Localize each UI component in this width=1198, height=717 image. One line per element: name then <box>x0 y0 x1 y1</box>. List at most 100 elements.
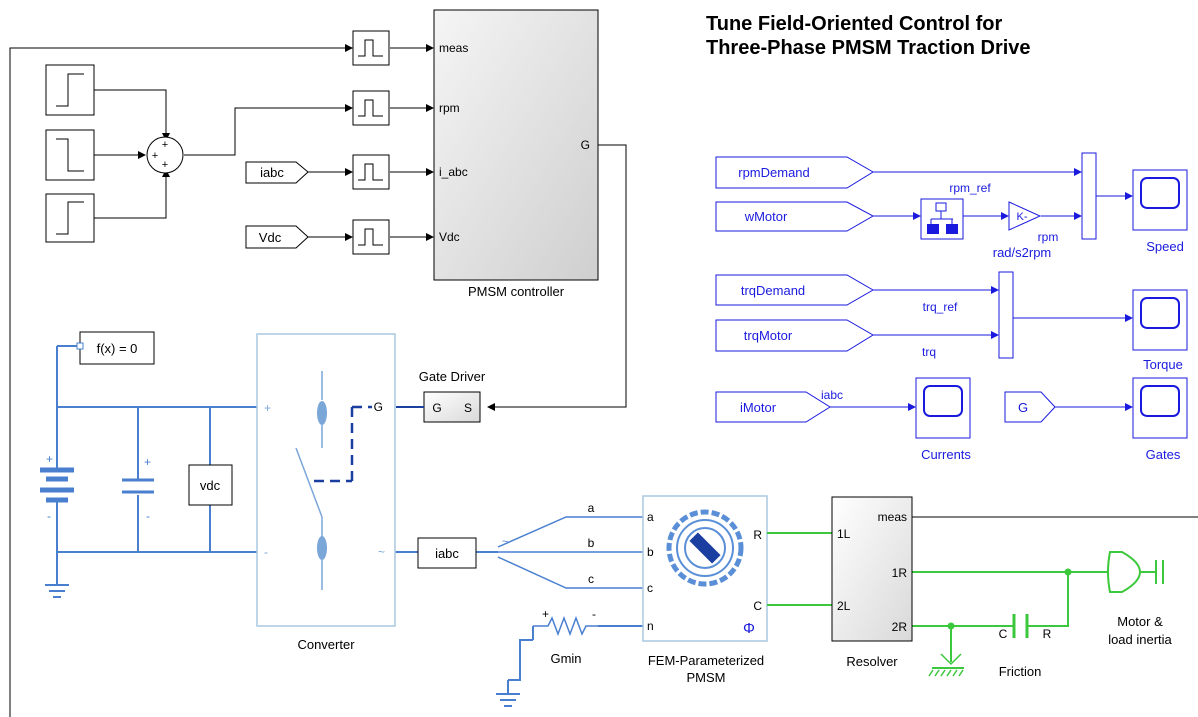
from-tag-i-motor[interactable]: iMotor <box>715 391 831 423</box>
svg-text:+: + <box>152 150 158 162</box>
gate-driver-port-g: G <box>432 401 441 415</box>
data-type-conversion-block[interactable] <box>920 198 964 240</box>
wire-a-label: a <box>588 501 595 515</box>
svg-text:+: + <box>162 139 168 151</box>
goto-tag-vdc[interactable]: Vdc <box>245 225 309 249</box>
trq-ref-label: trq_ref <box>923 300 958 314</box>
resolver-port-2r: 2R <box>892 620 908 634</box>
scope-speed[interactable]: Speed <box>1132 169 1188 254</box>
from-tag-rpm-demand[interactable]: rpmDemand <box>715 156 874 189</box>
rpm-label: rpm <box>1038 230 1059 244</box>
controller-port-meas: meas <box>439 41 468 55</box>
step-source-3[interactable] <box>45 193 95 243</box>
trq-label: trq <box>922 345 936 359</box>
rpm-ref-label: rpm_ref <box>949 181 991 195</box>
model-title: Tune Field-Oriented Control for Three-Ph… <box>706 12 1031 60</box>
friction-port-r: R <box>1043 627 1052 641</box>
converter-plus: + <box>264 401 271 415</box>
from-tag-w-motor[interactable]: wMotor <box>715 201 875 232</box>
scope-currents[interactable]: Currents <box>915 377 971 462</box>
friction-block[interactable]: C R Friction <box>999 614 1052 679</box>
dc-link-capacitor[interactable]: + - <box>122 455 154 523</box>
converter-port-g: G <box>374 400 383 414</box>
motor-icon <box>666 509 744 587</box>
inertia-block[interactable]: Motor & load inertia <box>1107 551 1173 647</box>
inertia-name-line1: Motor & <box>1117 614 1163 629</box>
scope-signal-lines <box>830 168 1133 411</box>
gain-block-rad2rpm[interactable]: K- rpm rad/s2rpm <box>993 201 1059 260</box>
electrical-network <box>56 345 643 694</box>
mux-torque[interactable] <box>998 271 1014 359</box>
wire-b-label: b <box>588 536 595 550</box>
sum-block[interactable]: + + + <box>146 136 184 174</box>
resolver-port-1l: 1L <box>837 527 851 541</box>
resolver-port-2l: 2L <box>837 599 851 613</box>
gmin-label: Gmin <box>550 651 581 666</box>
mechanical-network <box>767 532 1108 669</box>
goto-tag-iabc[interactable]: iabc <box>245 161 309 184</box>
friction-name: Friction <box>999 664 1042 679</box>
inertia-name-line2: load inertia <box>1108 632 1172 647</box>
converter-block[interactable]: + - ~ G Converter <box>256 333 396 652</box>
from-tag-trq-motor[interactable]: trqMotor <box>715 319 874 352</box>
step-source-1[interactable] <box>45 64 95 116</box>
speed-scope-label: Speed <box>1146 239 1184 254</box>
torque-scope-label: Torque <box>1143 357 1183 372</box>
converter-ac: ~ <box>378 545 385 559</box>
signal-lines <box>9 44 1198 717</box>
step-source-2[interactable] <box>45 129 95 181</box>
motor-port-a: a <box>647 510 654 524</box>
iabc-sensor-block[interactable]: iabc <box>417 537 477 569</box>
gates-scope-label: Gates <box>1146 447 1181 462</box>
g-tag-label: G <box>1018 400 1028 415</box>
gate-driver-port-s: S <box>464 401 472 415</box>
motor-port-n: n <box>647 619 654 633</box>
svg-text:-: - <box>146 509 150 523</box>
svg-text:-: - <box>592 607 596 621</box>
vdc-sensor-block[interactable]: vdc <box>188 464 233 506</box>
title-line-2: Three-Phase PMSM Traction Drive <box>706 37 1031 59</box>
controller-port-vdc: Vdc <box>439 230 460 244</box>
from-tag-g[interactable]: G <box>1004 391 1056 423</box>
motor-port-c-mech: C <box>753 599 762 613</box>
controller-port-g: G <box>581 138 590 152</box>
junction-dot <box>1064 568 1072 576</box>
battery-source[interactable]: + - <box>40 452 74 523</box>
i-motor-label: iMotor <box>740 400 777 415</box>
pmsm-controller-block[interactable]: meas rpm i_abc Vdc G PMSM controller <box>433 9 599 299</box>
controller-name: PMSM controller <box>468 284 565 299</box>
motor-port-c: c <box>647 581 653 595</box>
iabc-signal-label: iabc <box>821 388 843 402</box>
trq-motor-label: trqMotor <box>744 328 793 343</box>
scope-torque[interactable]: Torque <box>1132 289 1188 372</box>
mux-speed[interactable] <box>1081 152 1097 240</box>
three-phase-wires: ~ <box>497 516 643 589</box>
motor-port-r: R <box>753 528 762 542</box>
pmsm-motor-block[interactable]: a b c n R C Φ FEM-Parameterized PMSM <box>642 495 768 685</box>
scope-gates[interactable]: Gates <box>1132 377 1188 462</box>
gmin-resistor[interactable]: + - Gmin <box>532 607 598 666</box>
svg-text:~: ~ <box>502 536 508 548</box>
gate-driver-block[interactable]: G S Gate Driver <box>396 369 486 423</box>
vdc-sensor-label: vdc <box>200 478 221 493</box>
gate-driver-name: Gate Driver <box>419 369 486 384</box>
motor-name-line2: PMSM <box>687 670 726 685</box>
from-tag-trq-demand[interactable]: trqDemand <box>715 274 875 306</box>
controller-port-iabc: i_abc <box>439 165 468 179</box>
svg-text:-: - <box>47 509 51 523</box>
svg-text:+: + <box>144 455 151 469</box>
motor-name-line1: FEM-Parameterized <box>648 653 764 668</box>
rate-transition-blocks[interactable] <box>352 30 390 255</box>
trq-demand-label: trqDemand <box>741 283 805 298</box>
gain-label: K- <box>1017 211 1028 223</box>
iabc-sensor-label: iabc <box>435 546 459 561</box>
junction-dot <box>947 622 955 630</box>
solver-configuration-block[interactable]: f(x) = 0 <box>76 331 155 365</box>
mechanical-reference[interactable] <box>928 653 964 677</box>
friction-port-c: C <box>999 627 1008 641</box>
motor-port-b: b <box>647 545 654 559</box>
motor-phi-symbol: Φ <box>743 620 755 637</box>
resolver-block[interactable]: 1L 2L meas 1R 2R Resolver <box>831 496 913 669</box>
w-motor-label: wMotor <box>744 209 788 224</box>
